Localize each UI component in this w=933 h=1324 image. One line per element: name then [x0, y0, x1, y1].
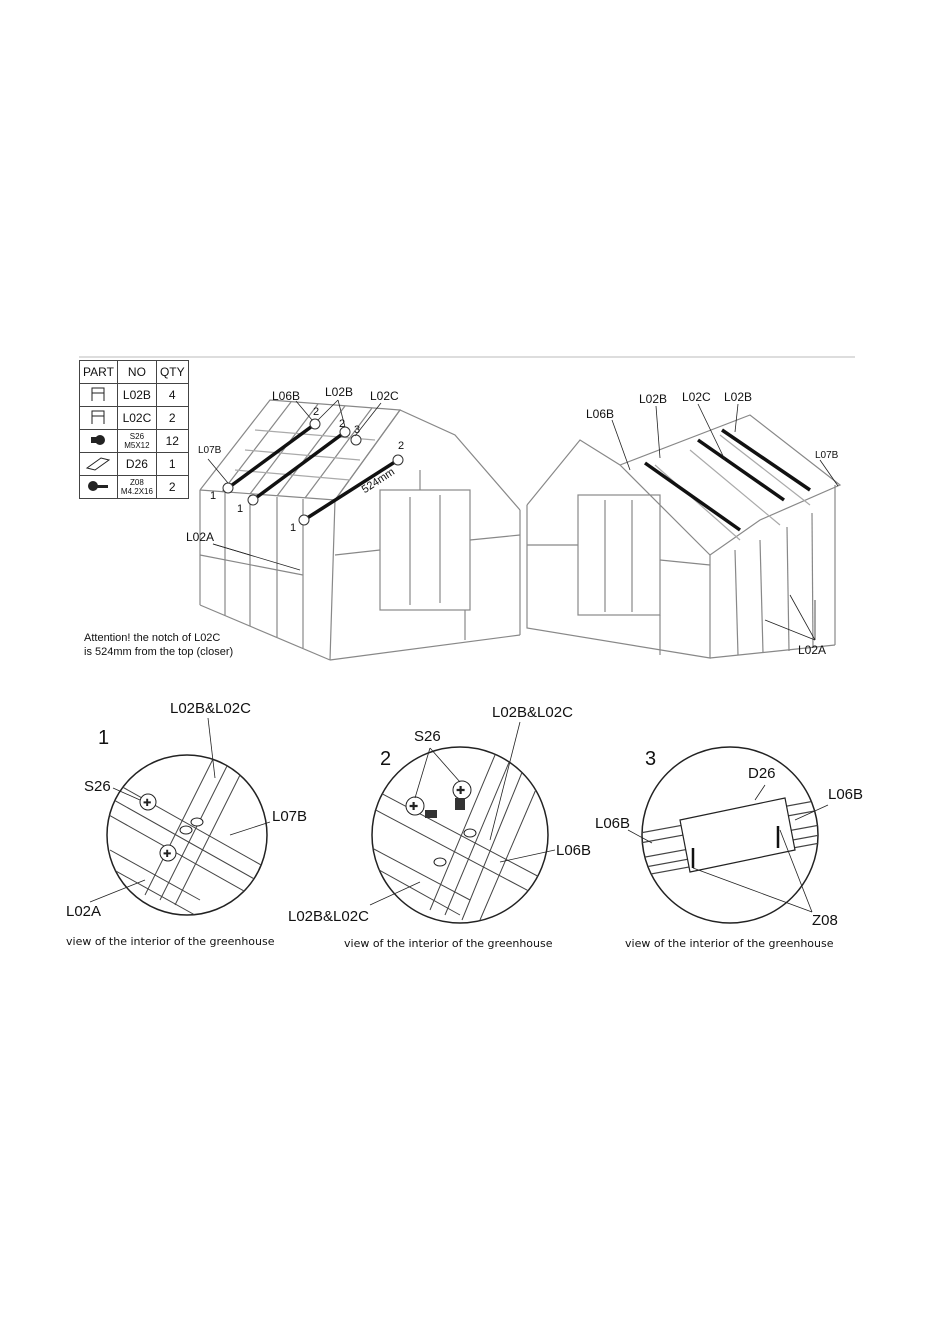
part-no: Z08	[130, 478, 144, 487]
roof-bars-right	[643, 428, 811, 532]
attention-line-1: Attention! the notch of L02C	[84, 632, 221, 644]
table-row: L02C 2	[79, 406, 189, 430]
label-s26: S26	[414, 728, 441, 745]
label-l07b: L07B	[815, 450, 839, 461]
label-l02b: L02B	[724, 390, 753, 404]
label-d26: D26	[748, 765, 776, 782]
label-l06b: L06B	[556, 842, 592, 859]
detail-1-zoom: ✚ ✚	[89, 717, 271, 916]
label-l02a: L02A	[66, 903, 102, 920]
part-qty: 12	[155, 429, 189, 453]
detail-number-2: 2	[380, 748, 392, 770]
detail-2-zoom: ✚ ✚	[369, 721, 556, 924]
svg-text:✚: ✚	[163, 849, 171, 860]
rail-profile-icon	[91, 410, 105, 424]
callout-1: 1	[237, 503, 244, 515]
part-qty: 1	[155, 452, 189, 476]
label-l07b: L07B	[198, 445, 222, 456]
label-l07b: L07B	[272, 808, 308, 825]
callout-3: 3	[354, 424, 361, 436]
part-no: D26	[116, 452, 157, 476]
callout-1: 1	[290, 522, 297, 534]
label-l06b: L06B	[586, 407, 615, 421]
callout-2: 2	[313, 406, 320, 418]
detail-3-zoom	[627, 746, 829, 924]
svg-text:✚: ✚	[409, 801, 418, 813]
caption-detail-2: view of the interior of the greenhouse	[344, 937, 553, 950]
label-l02b: L02B	[325, 385, 354, 399]
part-spec: M4.2X16	[120, 487, 153, 496]
detail-number-3: 3	[645, 748, 657, 770]
label-l06b: L06B	[595, 815, 631, 832]
header-qty: QTY	[155, 360, 189, 384]
bolt-nut-icon	[91, 434, 106, 445]
caption-detail-3: view of the interior of the greenhouse	[625, 937, 834, 950]
part-no: L02C	[116, 406, 157, 430]
svg-text:✚: ✚	[143, 798, 151, 809]
label-l06b: L06B	[828, 786, 864, 803]
part-no: S26	[129, 432, 145, 441]
callout-1: 1	[210, 490, 217, 502]
label-l02c: L02C	[682, 390, 711, 404]
svg-text:✚: ✚	[456, 785, 465, 797]
detail-number-1: 1	[98, 727, 110, 749]
attention-note: Attention! the notch of L02C is 524mm fr…	[84, 631, 233, 659]
parts-table-header: PART NO QTY	[79, 360, 189, 384]
part-spec: M5X12	[124, 441, 150, 450]
attention-line-2: is 524mm from the top (closer)	[84, 646, 234, 658]
label-l02b: L02B	[639, 392, 668, 406]
label-l02a: L02A	[798, 643, 827, 657]
table-row: L02B 4	[79, 383, 189, 407]
part-no: L02B	[116, 383, 157, 407]
bracket-plate-icon	[86, 456, 111, 471]
label-l02c: L02C	[370, 389, 399, 403]
header-no: NO	[116, 360, 157, 384]
label-s26: S26	[84, 778, 111, 795]
callout-2: 2	[339, 418, 346, 430]
label-l06b: L06B	[272, 389, 301, 403]
part-qty: 2	[155, 406, 189, 430]
right-greenhouse	[526, 414, 842, 659]
table-row: D26 1	[79, 452, 189, 476]
label-z08: Z08	[812, 912, 838, 929]
rail-profile-icon	[91, 387, 105, 401]
roof-bars-left	[226, 422, 399, 522]
label-l02a: L02A	[186, 530, 215, 544]
part-qty: 4	[155, 383, 189, 407]
label-l02b-l02c: L02B&L02C	[170, 700, 251, 717]
screw-icon	[88, 480, 109, 491]
header-part: PART	[79, 360, 118, 384]
callout-2: 2	[398, 440, 405, 452]
label-l02b-l02c: L02B&L02C	[492, 704, 573, 721]
part-qty: 2	[155, 475, 189, 499]
label-l02b-l02c: L02B&L02C	[288, 908, 369, 925]
caption-detail-1: view of the interior of the greenhouse	[66, 935, 275, 948]
